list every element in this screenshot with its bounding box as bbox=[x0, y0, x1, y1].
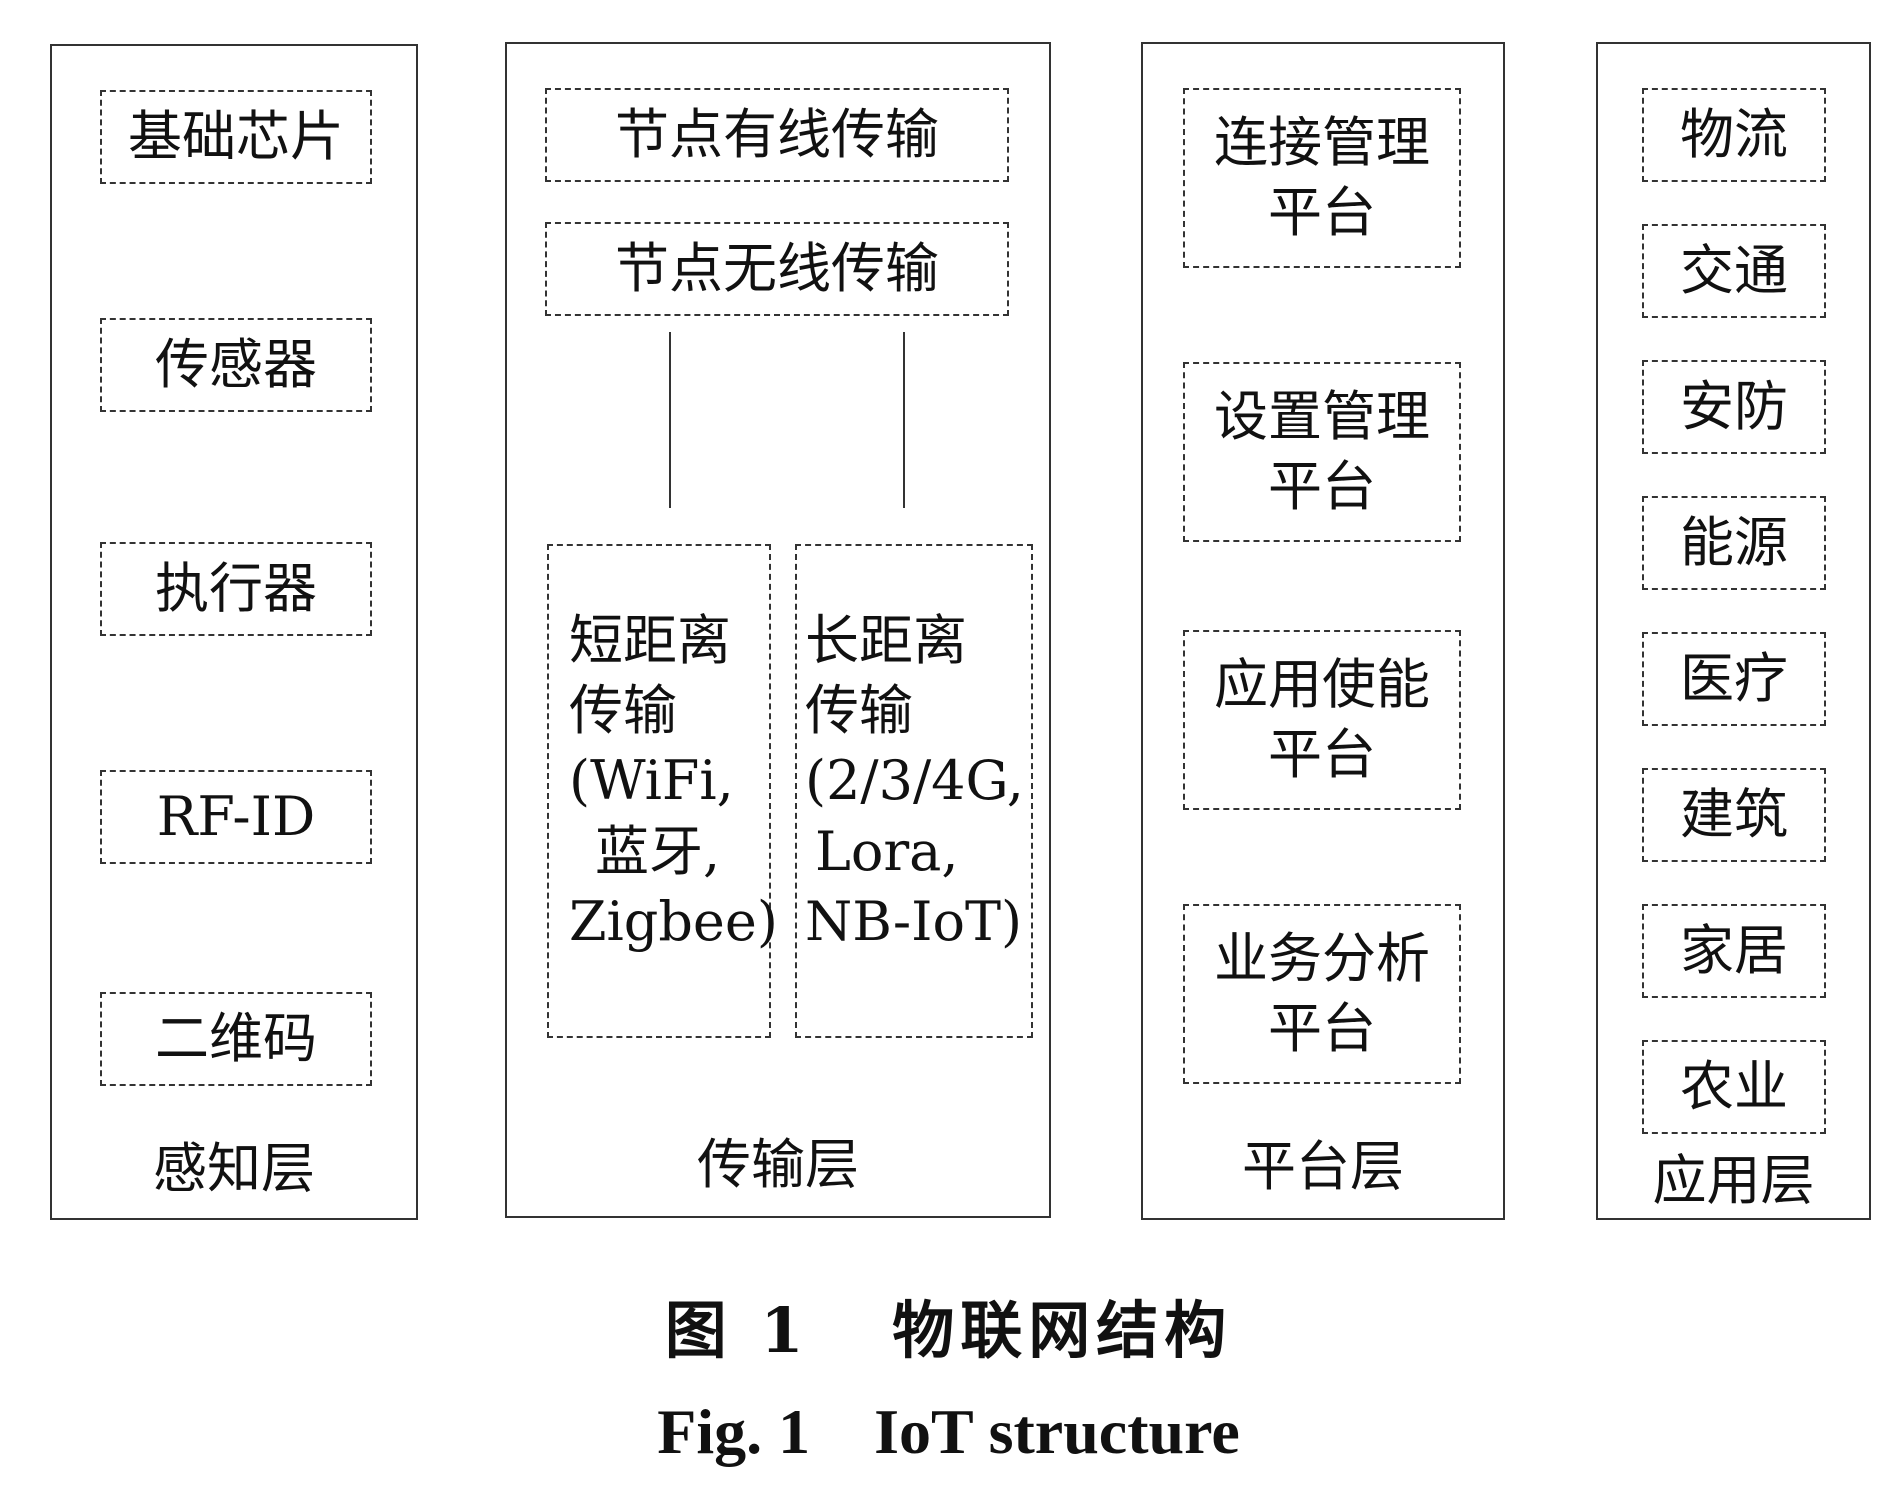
application-layer-title: 应用层 bbox=[1652, 1149, 1815, 1212]
perception-layer-title: 感知层 bbox=[153, 1137, 315, 1200]
connector-line-short bbox=[669, 332, 671, 508]
short-range-box: 短距离 传输 (WiFi, 蓝牙, Zigbee) bbox=[547, 544, 778, 1038]
application-item-logistics: 物流 bbox=[1642, 88, 1826, 182]
perception-item-qrcode: 二维码 bbox=[100, 992, 372, 1086]
long-range-box: 长距离 传输 (2/3/4G, Lora, NB-IoT) bbox=[795, 544, 1033, 1038]
platform-item-connection: 连接管理 平台 bbox=[1183, 88, 1461, 268]
transport-wired-box: 节点有线传输 bbox=[545, 88, 1009, 182]
connector-line-long bbox=[903, 332, 905, 508]
platform-layer: 连接管理 平台 设置管理 平台 应用使能 平台 业务分析 平台 平台层 bbox=[1141, 42, 1505, 1220]
perception-item-rfid: RF-ID bbox=[100, 770, 372, 864]
figure-caption-zh: 图 1 物联网结构 bbox=[664, 1294, 1233, 1367]
application-item-energy: 能源 bbox=[1642, 496, 1826, 590]
perception-item-chip: 基础芯片 bbox=[100, 90, 372, 184]
transport-layer: 节点有线传输 节点无线传输 短距离 传输 (WiFi, 蓝牙, Zigbee) … bbox=[505, 42, 1051, 1218]
perception-item-actuator: 执行器 bbox=[100, 542, 372, 636]
transport-wireless-box: 节点无线传输 bbox=[545, 222, 1009, 316]
platform-item-settings: 设置管理 平台 bbox=[1183, 362, 1461, 542]
platform-layer-title: 平台层 bbox=[1242, 1135, 1404, 1198]
application-layer: 物流 交通 安防 能源 医疗 建筑 家居 农业 应用层 bbox=[1596, 42, 1871, 1220]
application-item-agriculture: 农业 bbox=[1642, 1040, 1826, 1134]
application-item-security: 安防 bbox=[1642, 360, 1826, 454]
transport-layer-title: 传输层 bbox=[697, 1133, 859, 1196]
platform-item-analytics: 业务分析 平台 bbox=[1183, 904, 1461, 1084]
perception-layer: 基础芯片 传感器 执行器 RF-ID 二维码 感知层 bbox=[50, 44, 418, 1220]
perception-item-sensor: 传感器 bbox=[100, 318, 372, 412]
application-item-medical: 医疗 bbox=[1642, 632, 1826, 726]
application-item-building: 建筑 bbox=[1642, 768, 1826, 862]
figure-caption-en: Fig. 1 IoT structure bbox=[657, 1396, 1240, 1467]
platform-item-enablement: 应用使能 平台 bbox=[1183, 630, 1461, 810]
application-item-traffic: 交通 bbox=[1642, 224, 1826, 318]
application-item-home: 家居 bbox=[1642, 904, 1826, 998]
